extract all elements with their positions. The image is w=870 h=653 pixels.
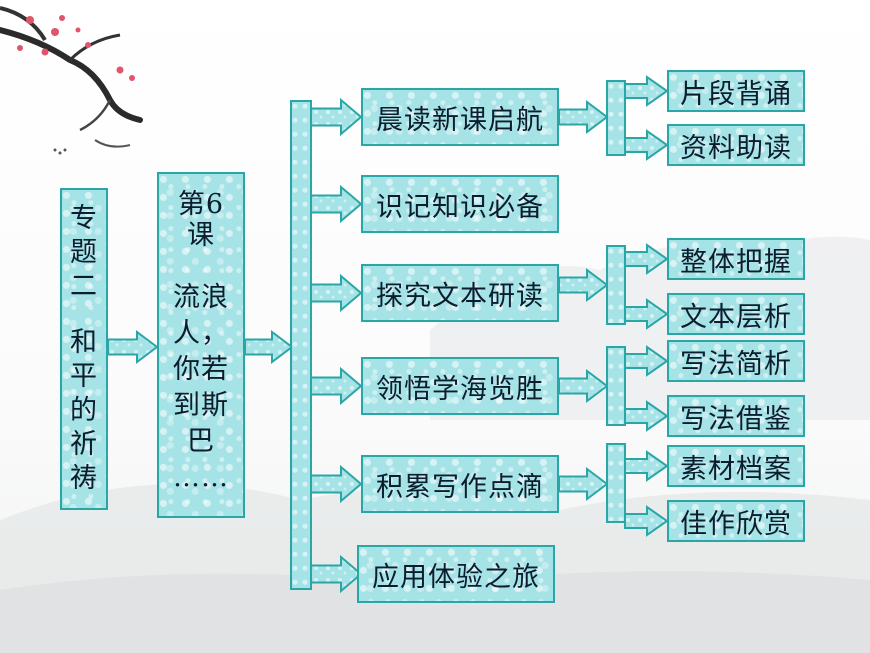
leaf-label: 文本层析 <box>680 301 792 333</box>
topic-title-char: 祷 <box>70 463 98 494</box>
leaf-box-5a[interactable]: 素材档案 <box>667 445 805 487</box>
section-label: 晨读新课启航 <box>376 104 544 136</box>
connector-arrow <box>309 366 363 406</box>
lesson-title-line: 到斯 <box>173 390 229 421</box>
lesson-title-line: …… <box>173 462 229 493</box>
leaf-label: 素材档案 <box>680 453 792 485</box>
sub-branch-bar-1 <box>606 80 626 156</box>
topic-title-char: 祈 <box>70 429 98 460</box>
sub-branch-bar-5 <box>606 443 626 523</box>
section-label: 应用体验之旅 <box>372 561 540 593</box>
leaf-box-4a[interactable]: 写法简析 <box>667 340 805 382</box>
leaf-label: 整体把握 <box>680 246 792 278</box>
connector-arrow <box>624 75 669 107</box>
section-box-1[interactable]: 晨读新课启航 <box>361 88 559 146</box>
leaf-box-4b[interactable]: 写法借鉴 <box>667 395 805 437</box>
connector-arrow <box>558 369 609 403</box>
topic-title-char: 平 <box>70 361 98 392</box>
connector-arrow <box>624 298 669 330</box>
connector-arrow <box>309 464 363 504</box>
section-label: 识记知识必备 <box>376 191 544 223</box>
lesson-title: 流浪人， 你若到斯巴 …… <box>173 280 229 496</box>
connector-arrow <box>624 129 669 161</box>
lesson-box: 第6 课 流浪人， 你若到斯巴 …… <box>157 172 245 518</box>
section-box-5[interactable]: 积累写作点滴 <box>361 455 559 513</box>
section-box-4[interactable]: 领悟学海览胜 <box>361 357 559 415</box>
leaf-box-1a[interactable]: 片段背诵 <box>667 70 805 112</box>
main-spine-bar <box>290 100 312 590</box>
section-box-3[interactable]: 探究文本研读 <box>361 264 559 322</box>
leaf-label: 写法简析 <box>680 348 792 380</box>
topic-title: 专题二和平的祈祷 <box>70 202 98 496</box>
lesson-title-line: 人， <box>173 318 229 349</box>
connector-arrow <box>558 100 609 134</box>
topic-title-char: 题 <box>70 237 98 268</box>
leaf-box-5b[interactable]: 佳作欣赏 <box>667 500 805 542</box>
section-label: 探究文本研读 <box>376 280 544 312</box>
connector-arrow <box>244 330 294 364</box>
connector-arrow <box>558 467 609 501</box>
topic-title-char: 的 <box>70 395 98 426</box>
lesson-number: 第6 <box>177 189 225 220</box>
connector-arrow <box>624 400 669 432</box>
section-label: 领悟学海览胜 <box>376 373 544 405</box>
section-label: 积累写作点滴 <box>376 471 544 503</box>
topic-title-char: 二 <box>70 271 98 302</box>
leaf-label: 佳作欣赏 <box>680 508 792 540</box>
sub-branch-bar-4 <box>606 346 626 426</box>
lesson-title-line: 你若 <box>173 354 229 385</box>
topic-title-char: 和 <box>70 327 98 358</box>
sub-branch-bar-3 <box>606 245 626 325</box>
leaf-label: 片段背诵 <box>680 78 792 110</box>
connector-arrow <box>309 97 363 137</box>
lesson-unit: 课 <box>187 220 215 251</box>
connector-arrow <box>309 554 363 594</box>
topic-title-char: 专 <box>70 203 98 234</box>
plum-blossom-decoration <box>0 6 143 155</box>
leaf-box-3b[interactable]: 文本层析 <box>667 293 805 335</box>
lesson-title-line: 流浪 <box>173 282 229 313</box>
connector-arrow <box>624 450 669 482</box>
topic-box: 专题二和平的祈祷 <box>60 188 108 510</box>
connector-arrow <box>624 243 669 275</box>
leaf-label: 资料助读 <box>680 132 792 164</box>
connector-arrow <box>309 273 363 313</box>
section-box-6[interactable]: 应用体验之旅 <box>357 545 555 603</box>
leaf-label: 写法借鉴 <box>680 403 792 435</box>
leaf-box-1b[interactable]: 资料助读 <box>667 124 805 166</box>
connector-arrow <box>309 184 363 224</box>
connector-arrow <box>624 505 669 537</box>
connector-arrow <box>624 345 669 377</box>
connector-arrow <box>107 330 159 364</box>
connector-arrow <box>558 268 609 302</box>
section-box-2[interactable]: 识记知识必备 <box>361 175 559 233</box>
leaf-box-3a[interactable]: 整体把握 <box>667 238 805 280</box>
lesson-title-line: 巴 <box>187 426 215 457</box>
